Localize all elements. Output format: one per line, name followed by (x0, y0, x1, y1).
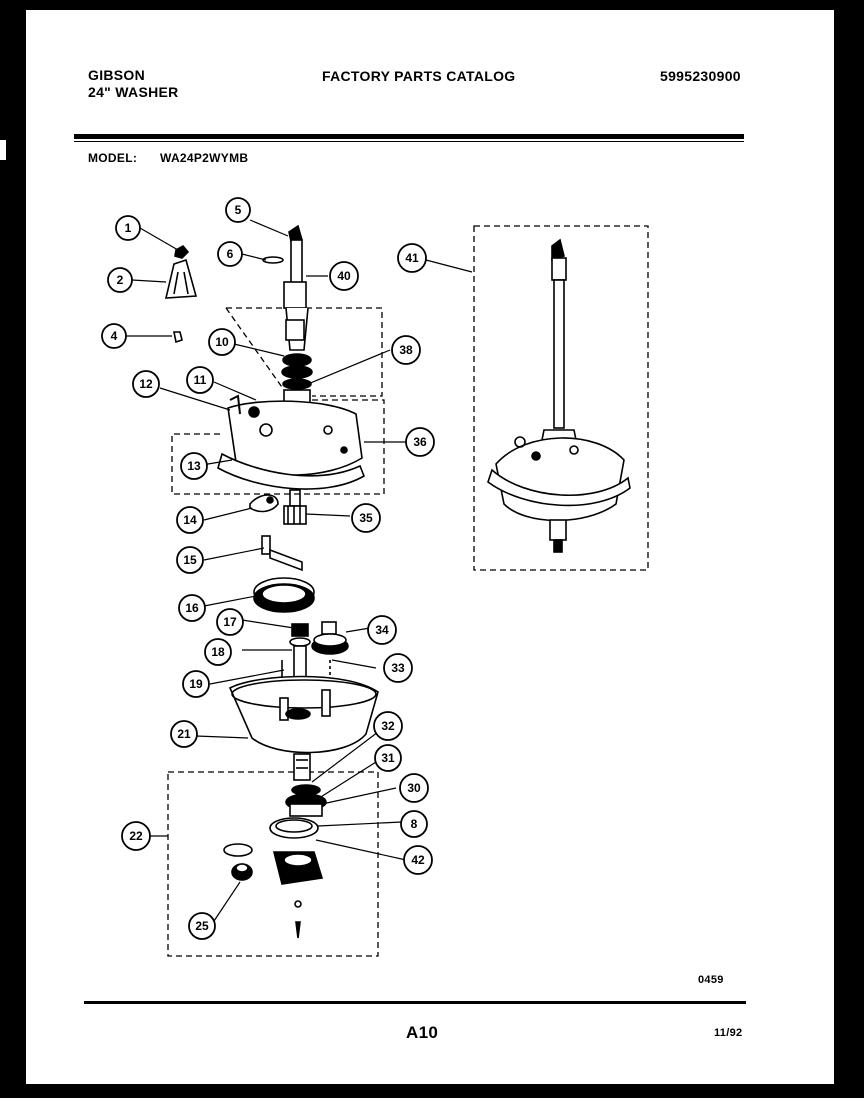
callout-16: 16 (185, 601, 199, 615)
revision-date: 11/92 (714, 1027, 743, 1039)
callout-18: 18 (211, 645, 225, 659)
exploded-parts-diagram: 1 2 4 5 6 40 10 38 11 12 13 36 14 35 15 … (101, 197, 649, 957)
page-number: A10 (406, 1023, 439, 1042)
callout-10: 10 (215, 335, 229, 349)
callout-5: 5 (235, 203, 242, 217)
callout-13: 13 (187, 459, 201, 473)
callout-36: 36 (413, 435, 427, 449)
callout-22: 22 (129, 829, 143, 843)
part-34-gear (311, 621, 349, 686)
transmission-cover (217, 394, 366, 490)
callout-4: 4 (111, 329, 118, 343)
part-35-pinion (283, 489, 307, 525)
header-rule-thick (74, 134, 744, 139)
callout-40: 40 (337, 269, 351, 283)
callout-34: 34 (375, 623, 389, 637)
callout-15: 15 (183, 553, 197, 567)
callout-1: 1 (125, 221, 132, 235)
catalog-number: 5995230900 (660, 68, 741, 84)
agitator-shaft (262, 224, 313, 419)
callout-14: 14 (183, 513, 197, 527)
model-label: MODEL: (88, 151, 138, 165)
callout-2: 2 (117, 273, 124, 287)
callout-30: 30 (407, 781, 421, 795)
callout-31: 31 (381, 751, 395, 765)
callout-38: 38 (399, 343, 413, 357)
callout-42: 42 (411, 853, 425, 867)
callout-32: 32 (381, 719, 395, 733)
product-name: 24" WASHER (88, 84, 179, 100)
part-16-gear (253, 577, 315, 613)
callout-circles (101, 197, 435, 940)
drawing-code: 0459 (698, 974, 724, 986)
callout-21: 21 (177, 727, 191, 741)
callout-17: 17 (223, 615, 237, 629)
catalog-title: FACTORY PARTS CATALOG (322, 68, 516, 84)
model-number: WA24P2WYMB (160, 151, 249, 165)
part-42-pulley (223, 843, 324, 939)
callout-41: 41 (405, 251, 419, 265)
callout-33: 33 (391, 661, 405, 675)
part-2-cap (164, 258, 198, 299)
part-15-crank (261, 535, 303, 572)
scan-edge-mark (0, 140, 6, 160)
callout-35: 35 (359, 511, 373, 525)
callout-12: 12 (139, 377, 153, 391)
footer-rule (84, 1001, 746, 1004)
part-41-transmission (487, 238, 631, 553)
callout-11: 11 (194, 373, 207, 387)
part-14-cam (249, 494, 279, 513)
callout-8: 8 (411, 817, 418, 831)
part-1-nut (174, 244, 190, 259)
brand-name: GIBSON (88, 67, 146, 83)
part-21-gear-case (228, 675, 379, 781)
callout-6: 6 (227, 247, 234, 261)
clutch-assembly (269, 784, 327, 839)
callout-19: 19 (189, 677, 203, 691)
catalog-page: GIBSON 24" WASHER FACTORY PARTS CATALOG … (26, 10, 834, 1084)
header-rule-thin (74, 141, 744, 142)
part-4-clip (173, 331, 183, 344)
callout-25: 25 (195, 919, 209, 933)
callout-labels: 1 2 4 5 6 40 10 38 11 12 13 36 14 35 15 … (111, 203, 427, 933)
